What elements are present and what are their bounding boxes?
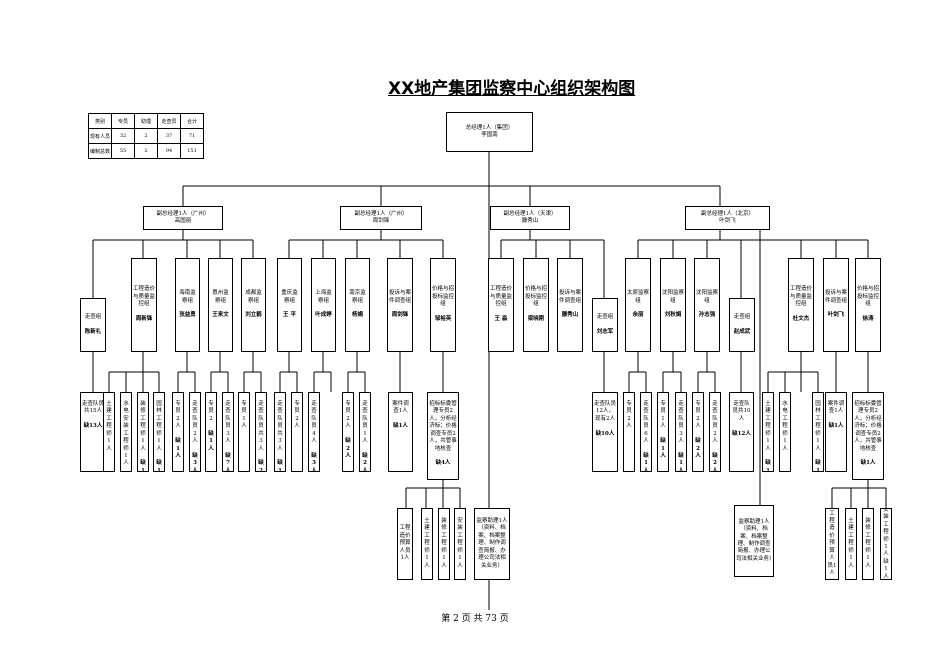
department-box: 惠州监察组 王来文	[208, 258, 233, 352]
department-box: 走查组 刘志军	[592, 298, 618, 352]
department-box: 沈阳监察组 刘秋娟	[660, 258, 686, 352]
staff-box: 土建工程师1人 缺1人	[762, 392, 774, 472]
page-footer: 第 2 页 共 73 页	[441, 614, 509, 624]
staff-box: 走查队员共3人 缺1人	[274, 392, 286, 472]
staff-box: 走查队员6人 缺1人	[640, 392, 652, 472]
department-box: 投诉与案件调查组 叶剑飞	[823, 258, 849, 352]
staff-box: 走查队员共15人 缺13人	[80, 392, 106, 472]
staff-box: 招标标委管理专员2人，分析经济标；价格调查专员2人，共管事地核查 缺1人	[852, 392, 884, 480]
staff-box: 水电工程师1人	[779, 392, 791, 472]
vp-box: 副总经理1人（广州）高国丽	[143, 206, 223, 230]
department-box: 太原监察组 余丽	[625, 258, 651, 352]
department-box: 成都监察组 刘立鹤	[241, 258, 266, 352]
department-box: 价格与招投标监控组 梁晓刚	[523, 258, 549, 352]
sub-staff-box: 装修工程师1人	[438, 508, 450, 580]
department-box: 工程造价与质量监控组 王 淼	[488, 258, 514, 352]
vp-box: 副总经理1人（广州）周剑锋	[340, 206, 422, 230]
staff-box: 装修工程师1人 缺1人	[137, 392, 149, 472]
staff-box: 专员1人	[238, 392, 250, 472]
staff-box: 走查队员3人 缺1人	[675, 392, 687, 472]
staff-box: 走查队员1人 缺2人	[359, 392, 371, 472]
vp-box: 副总经理1人（北京）叶剑飞	[685, 206, 770, 230]
department-box: 沈阳监察组 孙志强	[694, 258, 720, 352]
staff-box: 走查队员共10人 缺12人	[729, 392, 754, 472]
department-box: 重庆监察组 王 平	[277, 258, 302, 352]
department-box: 走查组 赵成武	[729, 298, 755, 352]
department-box: 价格与招投标监控组 徐涛	[855, 258, 881, 352]
department-box: 价格与招投标监控组 邹裕英	[430, 258, 456, 352]
sub-staff-box: 土建工程师1人	[421, 508, 433, 580]
sub-staff-box: 工程造价预算人员1人	[825, 508, 839, 580]
department-box: 走查组 陈新礼	[80, 298, 106, 352]
staff-box: 水电安装工程师1人 缺1人	[120, 392, 132, 472]
staff-box: 走查队员2人 缺2人	[709, 392, 721, 472]
department-box: 上海监察组 叶成婷	[311, 258, 336, 352]
vp-box: 副总经理1人（天津）滕秀山	[490, 206, 570, 230]
sub-staff-box: 工程造价预算人员1人	[397, 508, 413, 580]
staff-box: 招标标委管理专员2人，分析经济标；价格调查专员2人，共管事地核查 缺4人	[427, 392, 459, 480]
staff-box: 走查队员4人 缺3人	[308, 392, 320, 472]
staff-box: 案件调查1人 缺1人	[388, 392, 413, 472]
sub-staff-box: 装修工程师1人	[862, 508, 874, 580]
sub-staff-box: 监察助理1人（资料、档案、档案整理、制作调查简报、办理公司法相关业务）	[734, 505, 774, 577]
department-box: 投诉与案件调查组 滕秀山	[557, 258, 583, 352]
department-box: 工程造价与质量监控组 杜文杰	[788, 258, 814, 352]
department-box: 投诉与案件调查组 周剑锋	[387, 258, 413, 352]
staff-box: 专员2 缺1人	[205, 392, 217, 472]
staff-box: 专员2人 缺1人	[172, 392, 184, 472]
sub-staff-box: 安装工程师1人	[454, 508, 466, 580]
staff-box: 走查队员共3人 缺2人	[255, 392, 267, 472]
staff-box: 走查队员2人 缺3人	[189, 392, 201, 472]
sub-staff-box: 监察助理1人（资料、档案、档案整理、制作调查简报、办理公司法相关业务）	[474, 508, 510, 580]
page-title: XX地产集团监察中心组织架构图	[388, 79, 636, 99]
staff-box: 专员2人 缺2人	[692, 392, 704, 472]
staff-box: 专员2人	[623, 392, 635, 472]
staff-box: 案件调查1人 缺1人	[825, 392, 847, 472]
department-box: 工程造价与质量监控组 周新锋	[131, 258, 157, 352]
sub-staff-box: 土建工程师1人	[845, 508, 857, 580]
staff-box: 园林工程师1人 缺1人	[812, 392, 824, 472]
department-box: 海南监察组 张益勇	[175, 258, 200, 352]
staff-box: 专员2人	[291, 392, 303, 472]
sub-staff-box: 安装工程师1人缺1人	[880, 508, 892, 580]
staff-box: 园林工程师1人 缺1人	[153, 392, 165, 472]
staff-box: 走查队员3人 缺7人	[222, 392, 234, 472]
general-manager-box: 总经理1人（集团）李国南	[446, 112, 533, 152]
staff-box: 土建工程师1人	[103, 392, 115, 472]
staff-box: 专员2人 缺2人	[342, 392, 354, 472]
staff-box: 专员1人 缺1人	[657, 392, 669, 472]
staff-box: 走查队员12人，现有2人 缺10人	[592, 392, 618, 472]
department-box: 南京监察组 杨娟	[345, 258, 370, 352]
